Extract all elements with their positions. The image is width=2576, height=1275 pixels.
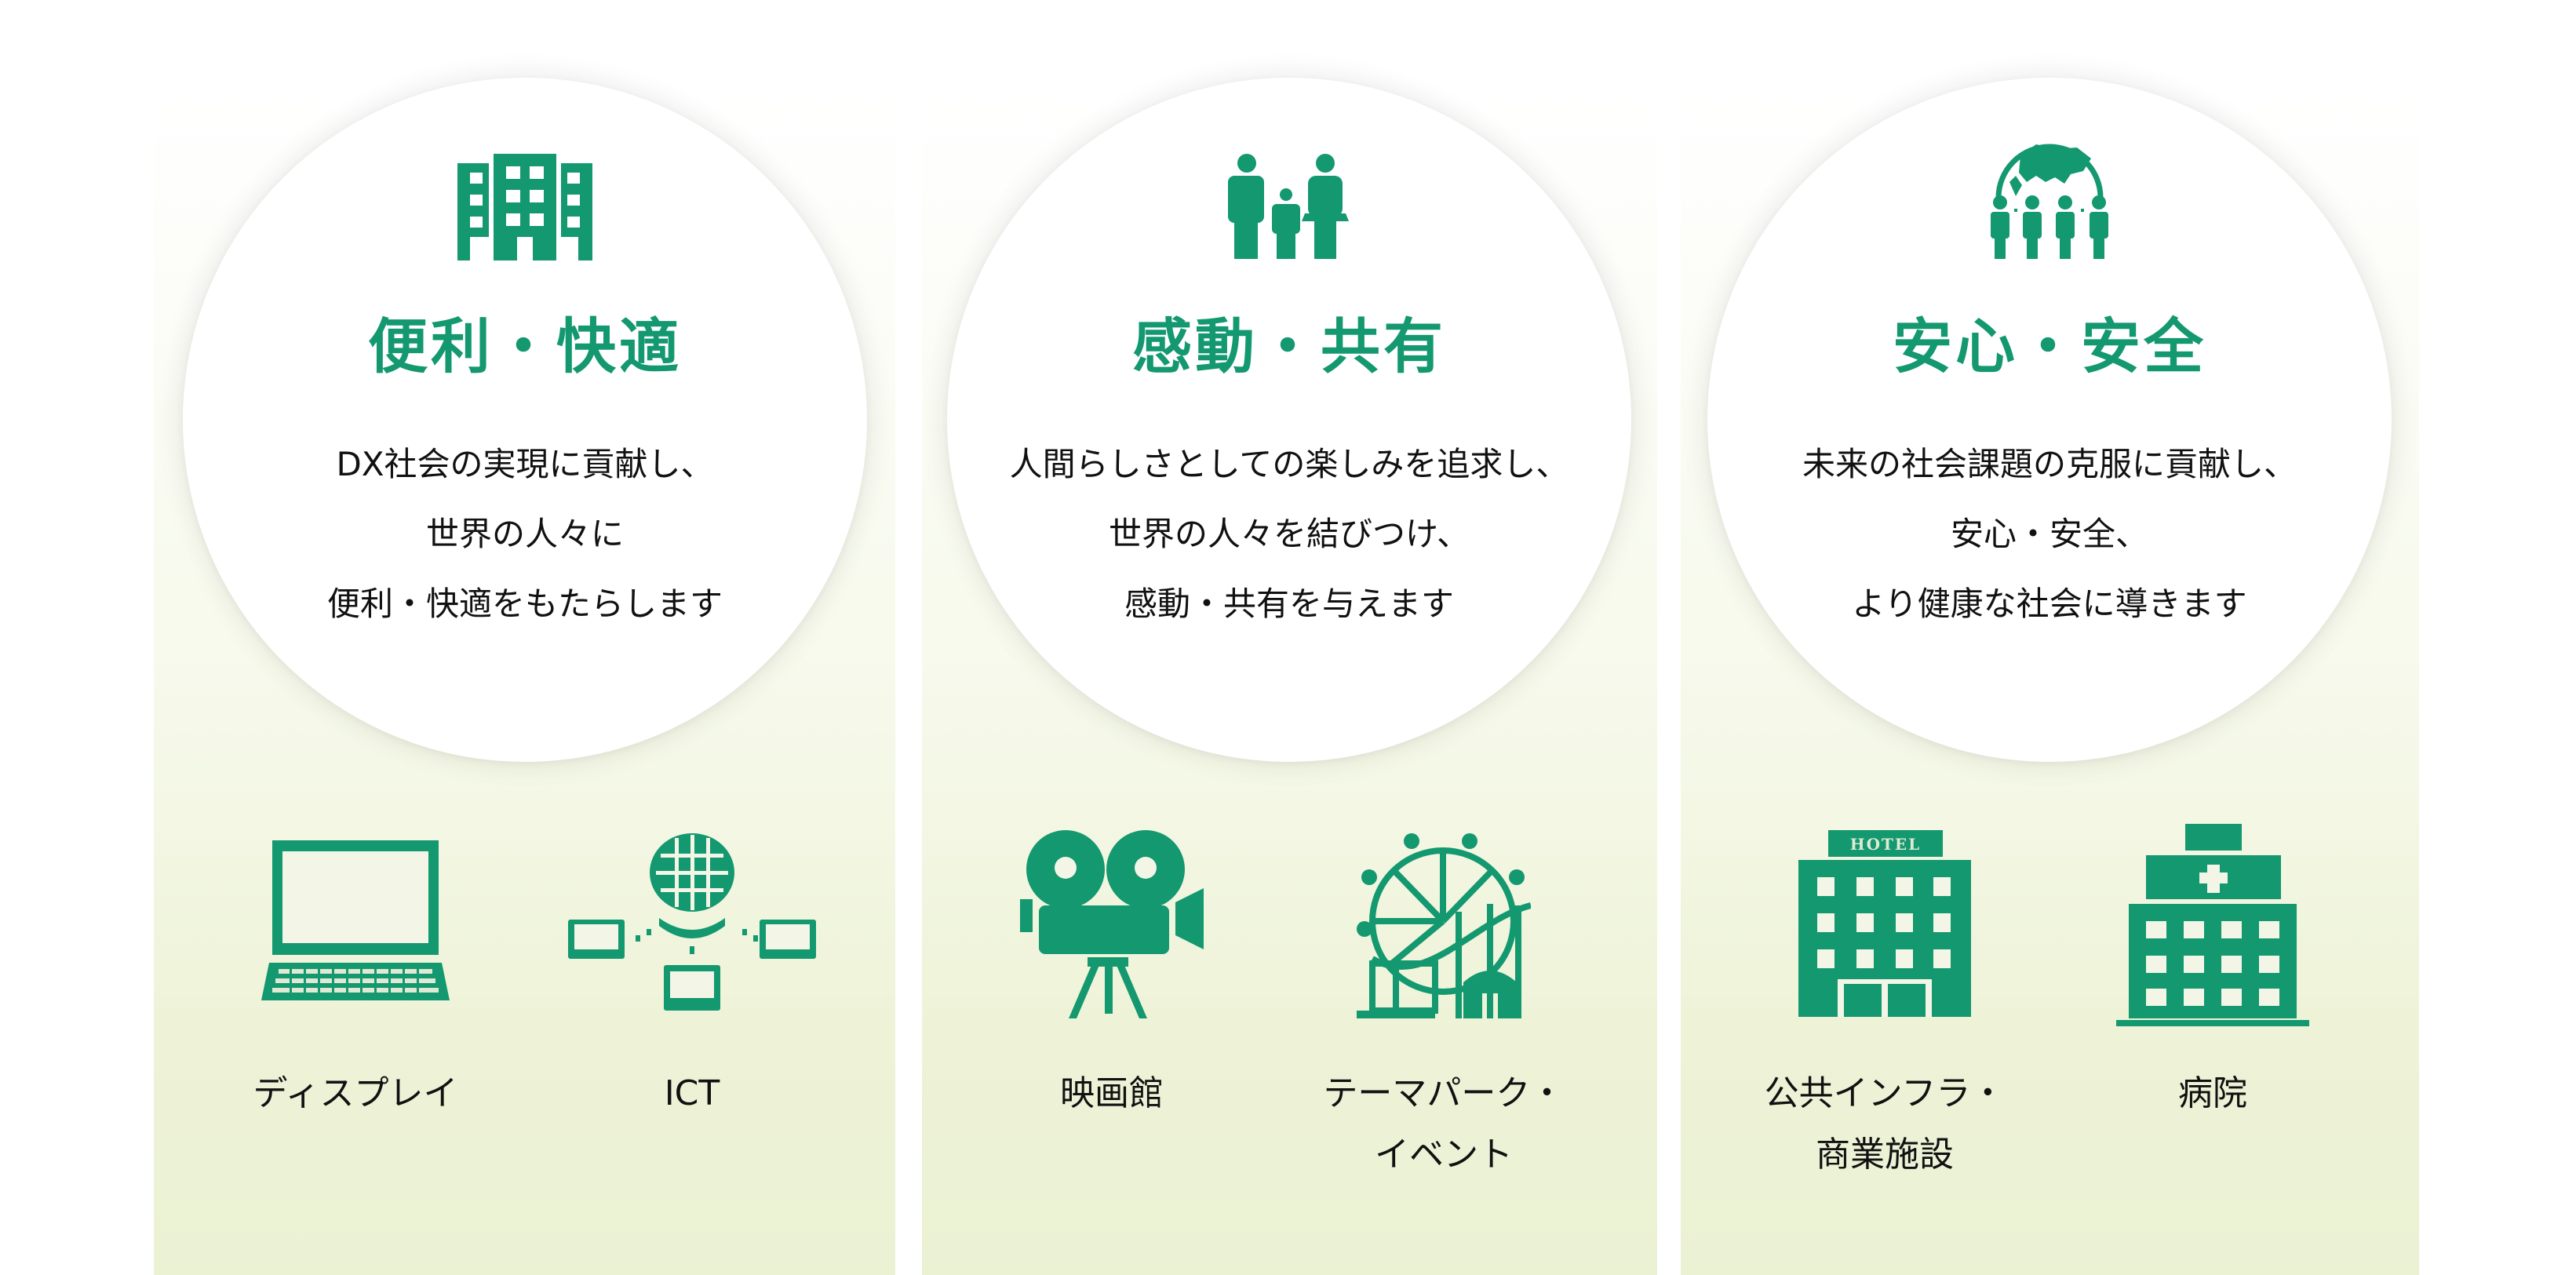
description-line: 世界の人々に bbox=[425, 515, 624, 553]
item-label: テーマパーク・ イベント bbox=[1303, 1063, 1585, 1186]
item-label-line: 映画館 bbox=[1060, 1073, 1164, 1113]
item-label-line: 公共インフラ・ bbox=[1764, 1073, 2006, 1113]
item-label-line: 病院 bbox=[2178, 1073, 2247, 1113]
hotel-building-icon: HOTEL bbox=[1798, 830, 1971, 1017]
panel-description: DX社会の実現に貢献し、 世界の人々に 便利・快適をもたらします bbox=[183, 429, 867, 639]
description-line: 未来の社会課題の克服に貢献し、 bbox=[1802, 445, 2297, 483]
description-line: 人間らしさとしての楽しみを追求し、 bbox=[1009, 445, 1569, 483]
description-line: より健康な社会に導きます bbox=[1852, 585, 2247, 623]
hospital-icon bbox=[2116, 824, 2309, 1026]
panel-emotion: 感動・共有 人間らしさとしての楽しみを追求し、 世界の人々を結びつけ、 感動・共… bbox=[922, 0, 1657, 1275]
emotion-circle: 感動・共有 人間らしさとしての楽しみを追求し、 世界の人々を結びつけ、 感動・共… bbox=[947, 78, 1631, 762]
description-line: 便利・快適をもたらします bbox=[326, 585, 723, 623]
description-line: DX社会の実現に貢献し、 bbox=[336, 445, 714, 483]
safety-circle: 安心・安全 未来の社会課題の克服に貢献し、 安心・安全、 より健康な社会に導きま… bbox=[1707, 78, 2392, 762]
description-line: 安心・安全、 bbox=[1950, 515, 2148, 553]
item-label: 病院 bbox=[2071, 1063, 2354, 1124]
description-line: 世界の人々を結びつけ、 bbox=[1109, 515, 1470, 553]
panel-convenience: 便利・快適 DX社会の実現に貢献し、 世界の人々に 便利・快適をもたらします bbox=[154, 0, 895, 1275]
office-buildings-icon bbox=[457, 154, 592, 260]
panel-title: 感動・共有 bbox=[1132, 311, 1446, 381]
item-label-line: ディスプレイ bbox=[253, 1073, 458, 1113]
panel-title: 便利・快適 bbox=[368, 311, 682, 381]
item-label-line: 商業施設 bbox=[1816, 1135, 1954, 1175]
ict-network-globe-icon bbox=[568, 833, 816, 1011]
item-label-line: テーマパーク・ bbox=[1323, 1073, 1565, 1113]
item-label-line: ICT bbox=[664, 1073, 720, 1113]
panel-safety: 安心・安全 未来の社会課題の克服に貢献し、 安心・安全、 より健康な社会に導きま… bbox=[1681, 0, 2419, 1275]
item-label: 公共インフラ・ 商業施設 bbox=[1743, 1063, 2026, 1186]
family-icon bbox=[1226, 154, 1352, 259]
convenience-circle: 便利・快適 DX社会の実現に貢献し、 世界の人々に 便利・快適をもたらします bbox=[183, 78, 867, 762]
item-label-line: イベント bbox=[1375, 1135, 1513, 1175]
item-label: ICT bbox=[551, 1063, 833, 1124]
description-line: 感動・共有を与えます bbox=[1124, 585, 1454, 623]
item-label: ディスプレイ bbox=[214, 1063, 497, 1124]
panel-description: 人間らしさとしての楽しみを追求し、 世界の人々を結びつけ、 感動・共有を与えます bbox=[947, 429, 1631, 639]
item-label: 映画館 bbox=[971, 1063, 1253, 1124]
laptop-display-icon bbox=[261, 840, 450, 1000]
ferris-wheel-rollercoaster-icon bbox=[1357, 833, 1531, 1018]
panel-description: 未来の社会課題の克服に貢献し、 安心・安全、 より健康な社会に導きます bbox=[1707, 429, 2392, 639]
globe-people-icon bbox=[1989, 127, 2110, 259]
hotel-sign-text: HOTEL bbox=[1850, 835, 1922, 854]
movie-camera-icon bbox=[1020, 830, 1204, 1018]
panel-title: 安心・安全 bbox=[1893, 311, 2206, 381]
